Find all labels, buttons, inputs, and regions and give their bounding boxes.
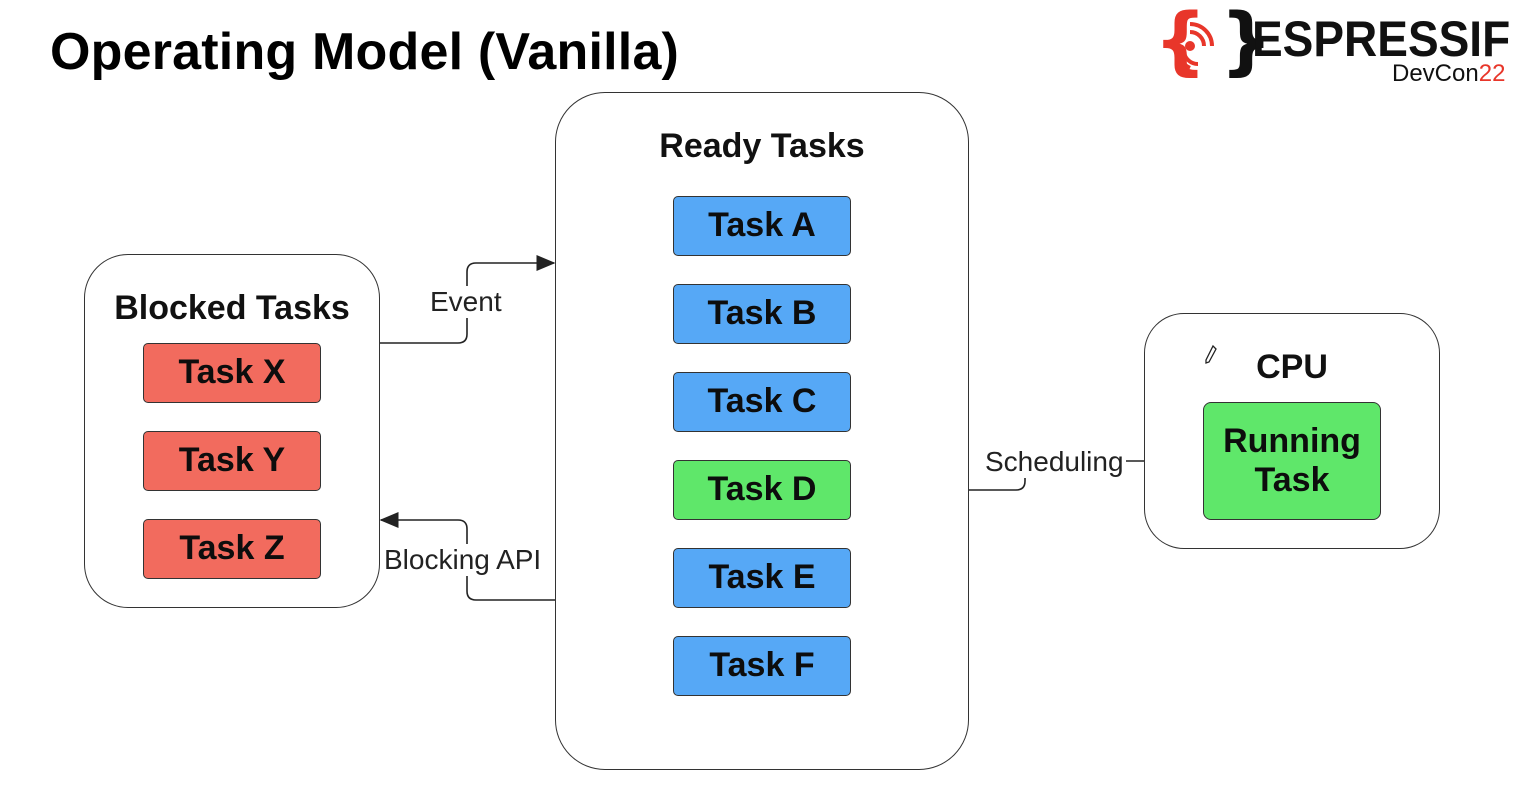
- task-x: Task X: [143, 343, 321, 403]
- ready-tasks-container: Ready Tasks Task A Task B Task C Task D …: [555, 92, 969, 770]
- running-task: Running Task: [1203, 402, 1381, 520]
- slide-title: Operating Model (Vanilla): [50, 23, 680, 81]
- task-b: Task B: [673, 284, 851, 344]
- logo-wordmark: ESPRESSIF: [1252, 11, 1511, 67]
- task-e: Task E: [673, 548, 851, 608]
- logo-event-name: DevCon: [1392, 60, 1479, 87]
- scheduling-label: Scheduling: [983, 446, 1126, 478]
- event-label: Event: [428, 286, 504, 318]
- cpu-container: CPU Running Task: [1144, 313, 1440, 549]
- pen-cursor-icon: [1205, 344, 1217, 364]
- blocking-api-label: Blocking API: [382, 544, 544, 576]
- task-y: Task Y: [143, 431, 321, 491]
- task-d: Task D: [673, 460, 851, 520]
- task-f: Task F: [673, 636, 851, 696]
- cpu-title: CPU: [1256, 348, 1328, 386]
- logo-brace-right: }: [1220, 0, 1273, 84]
- task-z: Task Z: [143, 519, 321, 579]
- task-a: Task A: [673, 196, 851, 256]
- logo-event: DevCon22: [1392, 60, 1505, 88]
- espressif-devcon-logo: { } ESPRESSIF DevCon22: [1150, 0, 1522, 88]
- blocked-tasks-title: Blocked Tasks: [114, 289, 350, 327]
- blocked-tasks-container: Blocked Tasks Task X Task Y Task Z: [84, 254, 380, 608]
- logo-event-year: 22: [1478, 60, 1506, 87]
- ready-tasks-title: Ready Tasks: [659, 127, 865, 165]
- espressif-wifi-mark-icon: [1178, 22, 1214, 70]
- task-c: Task C: [673, 372, 851, 432]
